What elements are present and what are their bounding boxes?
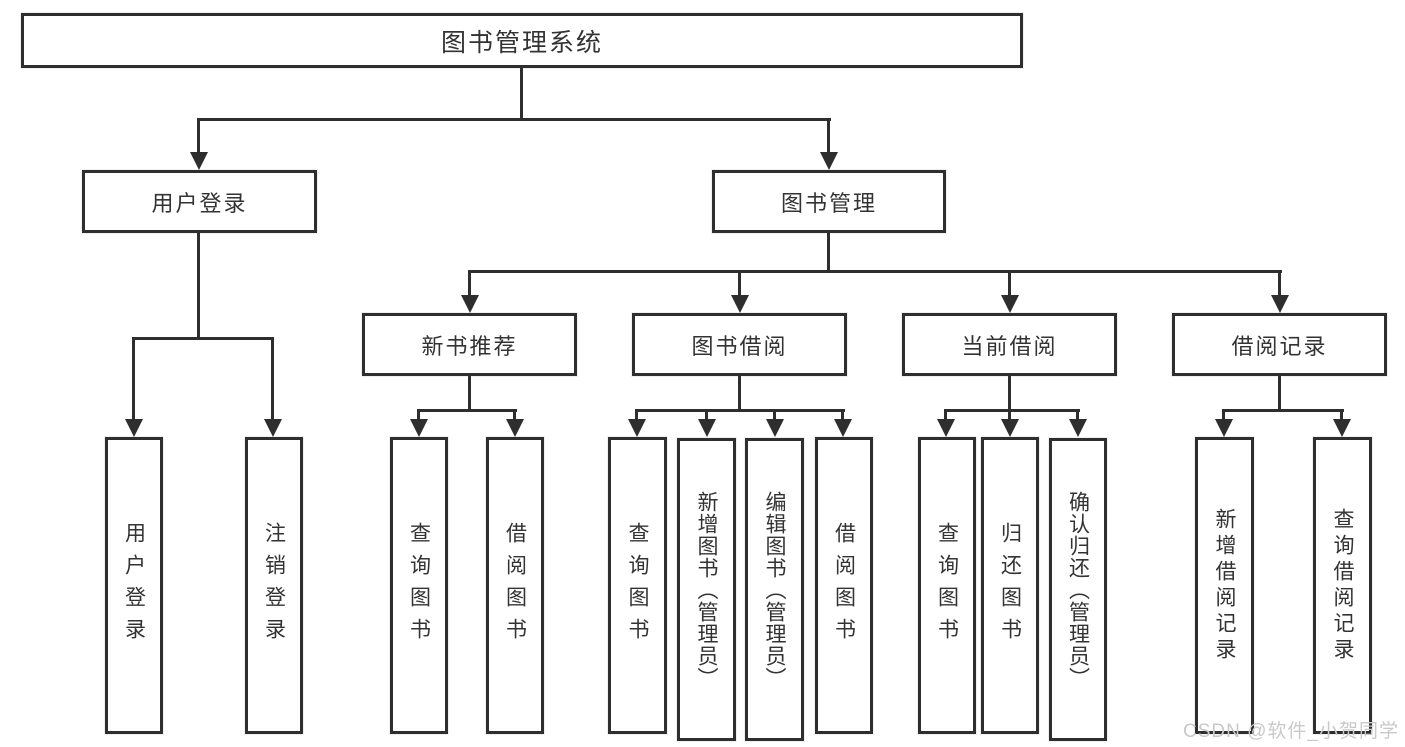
- leaf-user-login: 用户登录: [105, 437, 163, 734]
- leaf-borrow-books-borrowing: 借阅图书: [815, 437, 873, 734]
- leaf-search-borrow-record: 查询借阅记录: [1313, 437, 1372, 734]
- connector-line: [1222, 409, 1225, 422]
- connector-line: [841, 409, 844, 422]
- leaf-search-books-borrowing: 查询图书: [608, 437, 667, 734]
- arrow-down-icon: [1001, 295, 1019, 313]
- arrow-down-icon: [1001, 419, 1019, 437]
- leaf-confirm-return-admin: 确认归还（管理员）: [1049, 438, 1107, 741]
- leaf-search-books-recommend: 查询图书: [390, 437, 448, 734]
- arrow-down-icon: [410, 419, 428, 437]
- leaf-add-book-admin: 新增图书（管理员）: [677, 438, 736, 741]
- arrow-down-icon: [1069, 419, 1087, 437]
- arrow-down-icon: [937, 419, 955, 437]
- connector-line: [1340, 409, 1343, 422]
- connector-line: [468, 270, 471, 297]
- node-current-borrowing: 当前借阅: [902, 313, 1117, 376]
- leaf-edit-book-admin: 编辑图书（管理员）: [745, 438, 804, 741]
- arrow-down-icon: [264, 419, 282, 437]
- leaf-return-books: 归还图书: [981, 437, 1039, 734]
- arrow-down-icon: [1271, 295, 1289, 313]
- connector-line: [1278, 270, 1281, 297]
- arrow-down-icon: [190, 152, 208, 170]
- connector-line: [132, 337, 135, 421]
- node-user-login: 用户登录: [82, 170, 317, 233]
- arrow-down-icon: [125, 419, 143, 437]
- node-new-book-recommendation: 新书推荐: [362, 313, 577, 376]
- connector-line: [197, 118, 200, 154]
- connector-line: [636, 409, 845, 412]
- arrow-down-icon: [834, 419, 852, 437]
- node-book-borrowing: 图书借阅: [632, 313, 847, 376]
- connector-line: [1008, 376, 1011, 411]
- leaf-add-borrow-record: 新增借阅记录: [1195, 437, 1254, 734]
- node-library-system: 图书管理系统: [21, 13, 1023, 68]
- leaf-borrow-books-recommend: 借阅图书: [486, 437, 544, 734]
- connector-line: [197, 233, 200, 337]
- connector-line: [944, 409, 947, 422]
- connector-line: [468, 376, 471, 411]
- connector-line: [417, 409, 420, 422]
- connector-line: [469, 270, 1282, 273]
- connector-line: [198, 118, 831, 121]
- connector-line: [1223, 409, 1344, 412]
- connector-line: [271, 337, 274, 421]
- connector-line: [1278, 376, 1281, 411]
- connector-line: [133, 337, 274, 340]
- arrow-down-icon: [506, 419, 524, 437]
- connector-line: [520, 68, 523, 118]
- connector-line: [773, 409, 776, 422]
- connector-line: [827, 233, 830, 272]
- arrow-down-icon: [820, 152, 838, 170]
- connector-line: [635, 409, 638, 422]
- connector-line: [418, 409, 517, 412]
- node-borrowing-records: 借阅记录: [1172, 313, 1387, 376]
- leaf-search-books-current: 查询图书: [918, 437, 976, 734]
- node-book-management: 图书管理: [712, 170, 946, 233]
- arrow-down-icon: [766, 419, 784, 437]
- connector-line: [1008, 409, 1011, 422]
- leaf-logout: 注销登录: [245, 437, 303, 734]
- arrow-down-icon: [628, 419, 646, 437]
- connector-line: [513, 409, 516, 422]
- csdn-watermark: CSDN @软件_小贺同学: [1183, 721, 1399, 742]
- connector-line: [1008, 270, 1011, 297]
- connector-line: [738, 270, 741, 297]
- connector-line: [945, 409, 1080, 412]
- connector-line: [1076, 409, 1079, 422]
- arrow-down-icon: [1333, 419, 1351, 437]
- connector-line: [827, 118, 830, 154]
- connector-line: [705, 409, 708, 422]
- arrow-down-icon: [1215, 419, 1233, 437]
- arrow-down-icon: [698, 419, 716, 437]
- connector-line: [738, 376, 741, 411]
- arrow-down-icon: [461, 295, 479, 313]
- arrow-down-icon: [731, 295, 749, 313]
